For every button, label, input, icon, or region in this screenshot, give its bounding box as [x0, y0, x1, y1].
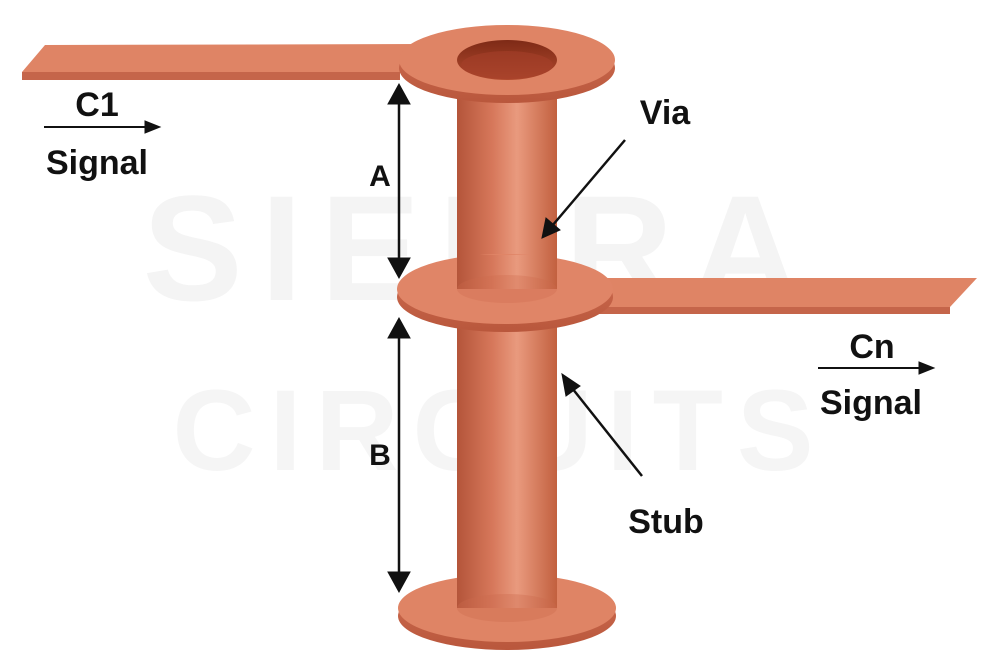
- middle-pad: [397, 254, 977, 332]
- label-cn-signal: Signal: [820, 384, 922, 422]
- top-trace: [22, 44, 420, 80]
- label-c1-signal: Signal: [46, 144, 148, 182]
- dimension-b: [387, 316, 411, 594]
- label-stub: Stub: [628, 503, 704, 541]
- label-cn: Cn: [849, 328, 894, 366]
- dimension-a: [387, 82, 411, 280]
- cn-arrow: [818, 361, 936, 375]
- label-a: A: [369, 160, 391, 193]
- via-pointer-arrow: [541, 139, 626, 239]
- stub-barrel: [457, 308, 557, 613]
- c1-arrow: [44, 120, 162, 134]
- top-pad: [399, 25, 615, 103]
- stub-pointer-arrow: [561, 372, 643, 477]
- label-b: B: [369, 439, 391, 472]
- label-via: Via: [640, 94, 692, 132]
- bottom-pad: [398, 574, 616, 650]
- label-c1: C1: [75, 86, 118, 124]
